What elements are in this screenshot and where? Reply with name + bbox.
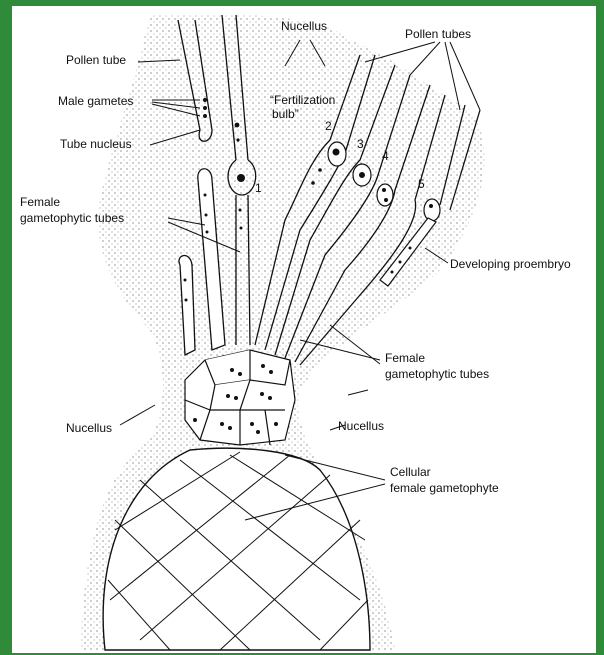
label-nucellus-top: Nucellus (281, 19, 327, 33)
label-developing-proembryo: Developing proembryo (450, 257, 571, 271)
label-cellular-1: Cellular (390, 465, 431, 479)
label-nucellus-right: Nucellus (338, 419, 384, 433)
label-fertilization-bulb-1: “Fertilization (270, 93, 335, 107)
label-female-tubes-left-2: gametophytic tubes (20, 211, 124, 225)
label-num-4: 4 (382, 149, 389, 163)
label-female-tubes-right-1: Female (385, 351, 425, 365)
label-pollen-tube: Pollen tube (66, 53, 126, 67)
label-pollen-tubes: Pollen tubes (405, 27, 471, 41)
label-num-3: 3 (357, 137, 364, 151)
diagram-panel: Nucellus Pollen tubes Pollen tube Male g… (12, 6, 596, 653)
label-male-gametes: Male gametes (58, 94, 133, 108)
diagram-svg: Nucellus Pollen tubes Pollen tube Male g… (12, 6, 596, 653)
label-num-1: 1 (255, 181, 262, 195)
label-female-tubes-right-2: gametophytic tubes (385, 367, 489, 381)
neck-cells (185, 350, 295, 445)
label-tube-nucleus: Tube nucleus (60, 137, 132, 151)
label-fertilization-bulb-2: bulb” (272, 107, 299, 121)
label-nucellus-left: Nucellus (66, 421, 112, 435)
label-cellular-2: female gametophyte (390, 481, 499, 495)
label-num-5: 5 (418, 177, 425, 191)
label-female-tubes-left-1: Female (20, 195, 60, 209)
label-num-2: 2 (325, 119, 332, 133)
